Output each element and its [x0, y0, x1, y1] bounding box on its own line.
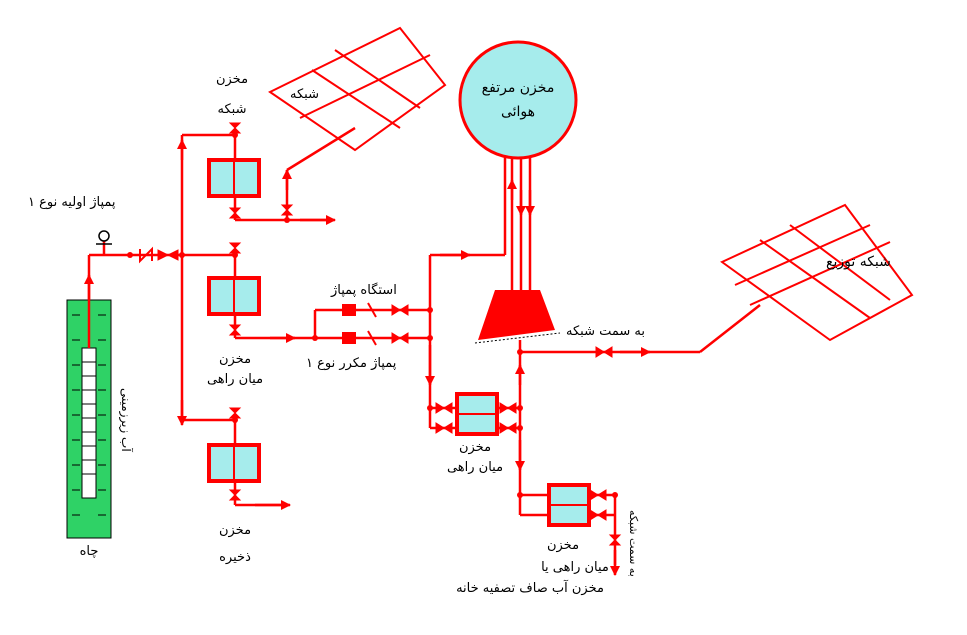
- valves: [157, 122, 622, 546]
- intermediate-tank-b-label-1: مخزن: [458, 440, 492, 455]
- elevated-tank: [458, 40, 578, 160]
- elevated-tank-label-1: مخزن مرتفع: [481, 80, 555, 96]
- check-valve: [139, 246, 153, 264]
- booster-pump-2: [342, 332, 356, 344]
- elevated-tank-label-2: هوائی: [500, 104, 536, 120]
- booster-pump-label: پمپاژ مکرر نوع ۱: [306, 356, 397, 371]
- intermediate-tank-a-label-1: مخزن: [218, 352, 252, 367]
- network-grid-label: شبکه: [290, 87, 319, 102]
- storage-tank-label-2: ذخیره: [219, 550, 251, 565]
- booster-pumps: [342, 302, 377, 346]
- toward-network-vertical-label: به سمت شبکه: [627, 510, 640, 577]
- treatment-tank-label-2: میان راهی یا: [541, 560, 609, 575]
- distribution-grid: [720, 203, 914, 342]
- intermediate-tank-a-label-2: میان راهی: [206, 372, 264, 387]
- intermediate-tank-b-label-2: میان راهی: [446, 460, 504, 475]
- storage-tank: [207, 443, 261, 483]
- groundwater-label: آب زیرزمینی: [119, 388, 133, 452]
- network-tank-label-1: مخزن: [215, 72, 249, 87]
- treatment-tank-label-1: مخزن: [546, 538, 580, 553]
- toward-network-label: به سمت شبکه: [566, 324, 645, 339]
- distribution-network-label: شبکه توزیع: [826, 254, 891, 270]
- flow-arrows: [84, 139, 651, 576]
- primary-pump-label: پمپاژ اولیه نوع ۱: [28, 195, 116, 210]
- well-pump-column: [81, 347, 97, 499]
- network-tank-label-2: شبکه: [217, 102, 247, 117]
- pump-station-label: استگاه پمپاژ: [331, 283, 397, 298]
- elevated-tank-base: [474, 290, 561, 344]
- intermediate-tank-a: [207, 276, 261, 316]
- intermediate-tank-b: [455, 392, 499, 436]
- primary-pump-icon: [96, 230, 112, 245]
- network-grid-small: [268, 26, 447, 152]
- treatment-tank: [547, 483, 591, 527]
- network-tank: [207, 158, 261, 198]
- junction-dots: [127, 132, 618, 498]
- booster-pump-1: [342, 304, 356, 316]
- storage-tank-label-1: مخزن: [218, 523, 252, 538]
- pipes: [87, 126, 761, 565]
- well-label: چاه: [79, 544, 99, 559]
- treatment-tank-label-3: مخزن آب صاف تصفیه خانه: [456, 581, 604, 596]
